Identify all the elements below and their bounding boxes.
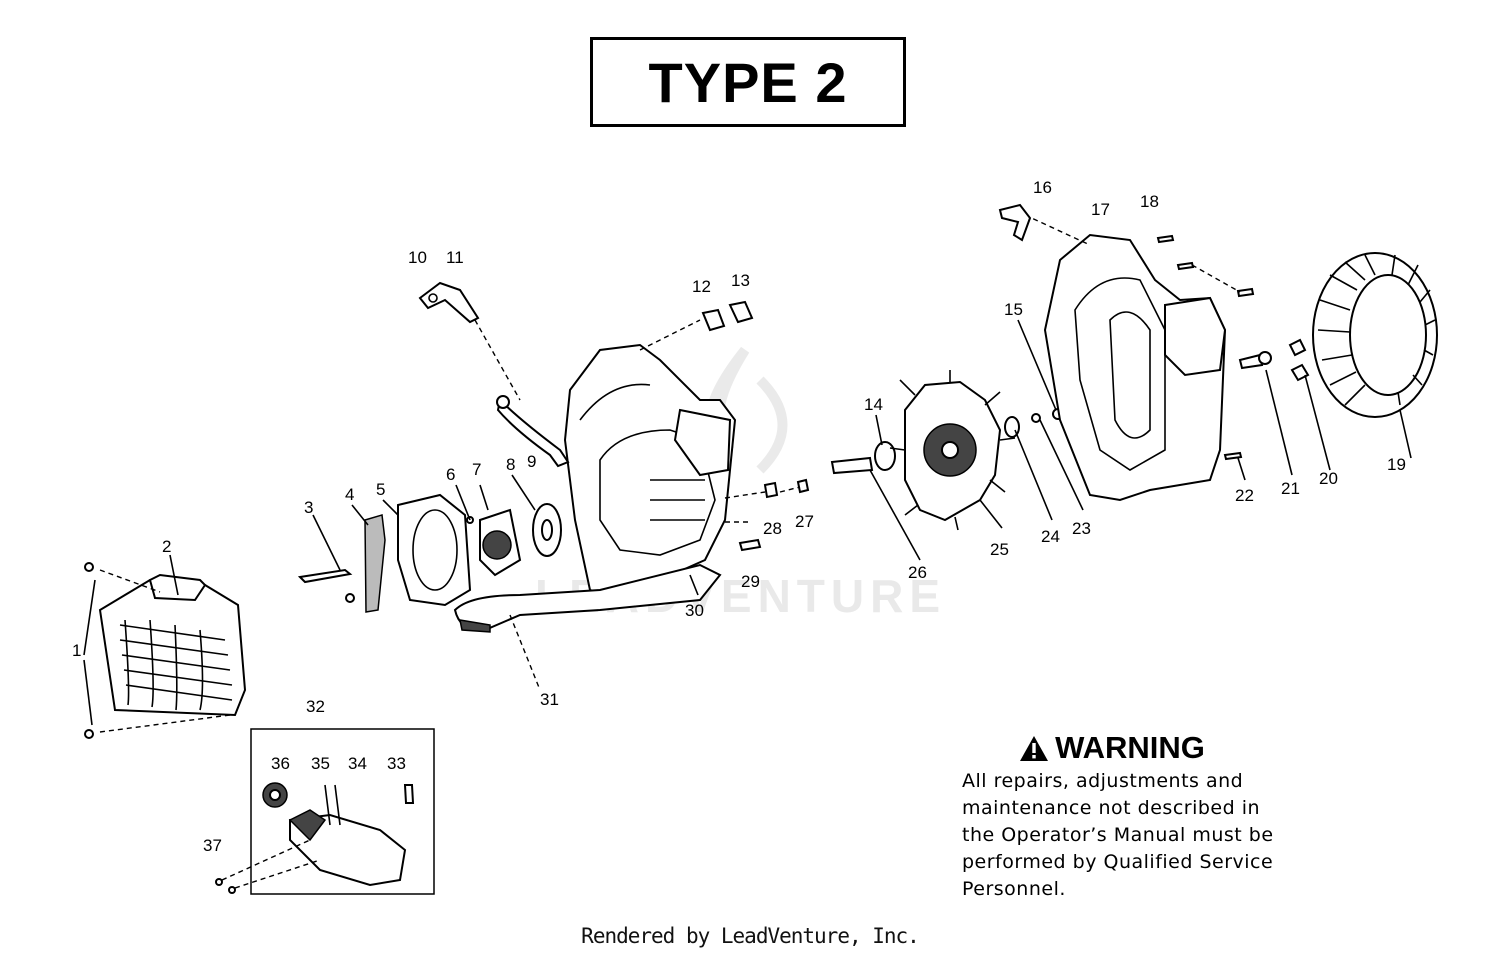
diagram-title: TYPE 2 [648, 50, 848, 114]
small-hardware [418, 281, 810, 691]
callout-2: 2 [162, 537, 171, 556]
callout-3: 3 [304, 498, 313, 517]
callout-24: 24 [1041, 527, 1060, 546]
callout-13: 13 [731, 271, 750, 290]
warning-heading: WARNING [1055, 730, 1205, 765]
callout-25: 25 [990, 540, 1009, 559]
callout-36: 36 [271, 754, 290, 773]
callout-26: 26 [908, 563, 927, 582]
callout-27: 27 [795, 512, 814, 531]
callout-34: 34 [348, 754, 367, 773]
callout-23: 23 [1072, 519, 1091, 538]
callout-12: 12 [692, 277, 711, 296]
warning-triangle-icon [1020, 735, 1049, 761]
callout-29: 29 [741, 572, 760, 591]
warning-line: maintenance not described in [962, 797, 1261, 819]
warning-notice: WARNING All repairs, adjustments and mai… [962, 730, 1322, 903]
callout-19: 19 [1387, 455, 1406, 474]
callout-7: 7 [472, 460, 481, 479]
callout-8: 8 [506, 455, 515, 474]
starter-parts [297, 493, 562, 613]
callout-22: 22 [1235, 486, 1254, 505]
warning-line: All repairs, adjustments and [962, 770, 1244, 792]
callout-4: 4 [345, 485, 354, 504]
callout-18: 18 [1140, 192, 1159, 211]
callout-6: 6 [446, 465, 455, 484]
callout-33: 33 [387, 754, 406, 773]
front-cover-part [84, 562, 247, 739]
leader-lines [83, 319, 1412, 726]
callout-35: 35 [311, 754, 330, 773]
warning-line: Personnel. [962, 878, 1066, 900]
impeller-part [830, 370, 1064, 531]
callout-17: 17 [1091, 200, 1110, 219]
callout-31: 31 [540, 690, 559, 709]
callout-1: 1 [72, 641, 81, 660]
callout-20: 20 [1319, 469, 1338, 488]
diagram-title-box: TYPE 2 [590, 37, 906, 127]
callout-9: 9 [527, 452, 536, 471]
engine-housing-part [453, 343, 737, 633]
callout-30: 30 [685, 601, 704, 620]
callout-21: 21 [1281, 479, 1300, 498]
callout-37: 37 [203, 836, 222, 855]
callout-5: 5 [376, 480, 385, 499]
callout-10: 10 [408, 248, 427, 267]
callout-11: 11 [446, 248, 464, 267]
callout-15: 15 [1004, 300, 1023, 319]
warning-text: All repairs, adjustments and maintenance… [962, 768, 1322, 903]
callout-28: 28 [763, 519, 782, 538]
intake-guard-part [1288, 252, 1438, 418]
callout-16: 16 [1033, 178, 1052, 197]
callout-32: 32 [306, 697, 325, 716]
warning-line: performed by Qualified Service [962, 851, 1274, 873]
callout-labels: 1 2 3 4 5 6 7 8 9 10 11 12 13 14 15 16 1… [72, 178, 1406, 855]
blower-housing-part [998, 203, 1272, 502]
render-credit-footer: Rendered by LeadVenture, Inc. [581, 924, 920, 948]
warning-line: the Operator’s Manual must be [962, 824, 1274, 846]
warning-heading-row: WARNING [962, 730, 1262, 766]
throttle-kit-box [215, 728, 435, 895]
callout-14: 14 [864, 395, 883, 414]
